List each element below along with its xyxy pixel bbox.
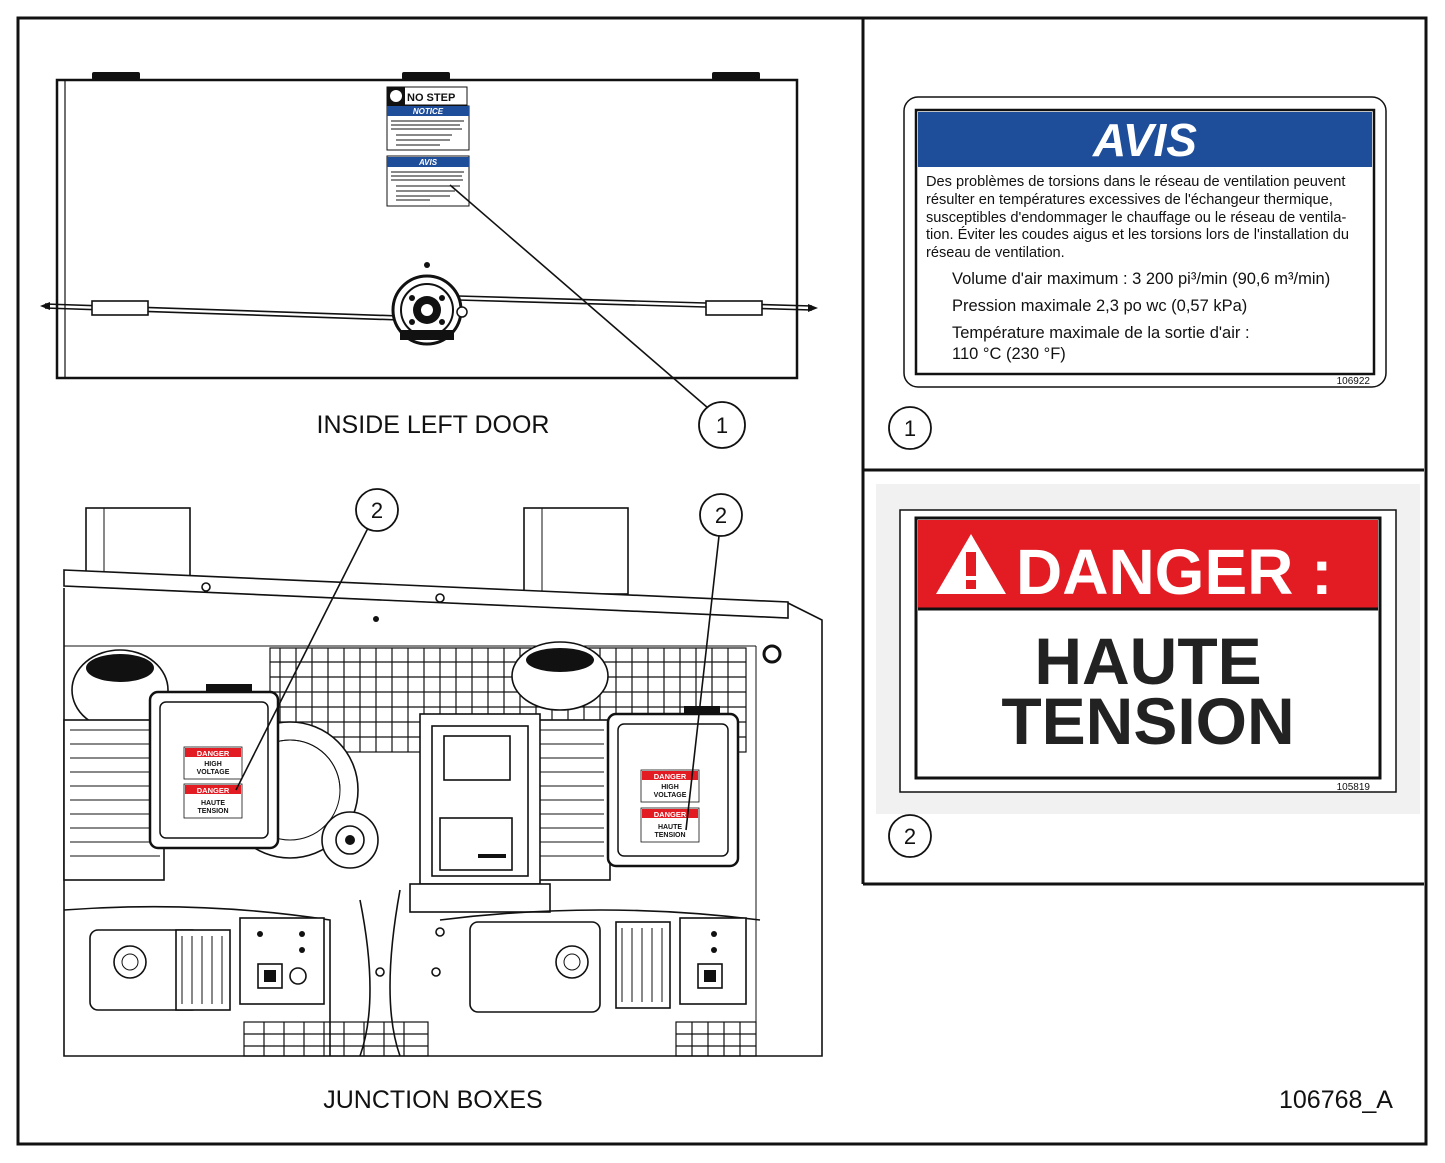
lower-motor-left (89, 929, 231, 1011)
avis-body-line: Des problèmes de torsions dans le réseau… (926, 174, 1345, 190)
outer-frame (16, 16, 1428, 1146)
door-label-stack: NO STEP NOTICE AVIS (386, 86, 470, 207)
mini-haute-text: HAUTE (201, 800, 225, 807)
control-module (409, 713, 551, 913)
junction-box-left[interactable]: DANGER HIGH VOLTAGE DANGER HAUTE TENSION (148, 684, 280, 850)
door-hinge (712, 72, 760, 80)
door-hinge (402, 72, 450, 80)
mini-voltage-text: VOLTAGE (654, 792, 687, 799)
mini-no-step-text: NO STEP (407, 92, 455, 104)
avis-label-detail: AVIS Des problèmes de torsions dans le r… (888, 96, 1387, 450)
callout-bubble-danger (888, 814, 932, 858)
avis-part-number: 106922 (1337, 376, 1371, 387)
mini-high-text: HIGH (661, 784, 679, 791)
callout-leader-2-left (235, 527, 369, 791)
mini-tension-text: TENSION (197, 808, 228, 815)
lower-plate-left (239, 917, 325, 1005)
mini-haute-text: HAUTE (658, 824, 682, 831)
danger-part-number: 105819 (1337, 782, 1371, 793)
bottom-grilles (243, 1021, 757, 1057)
danger-line-tension: TENSION (1001, 684, 1294, 758)
warning-triangle-icon (936, 534, 1006, 594)
danger-line-haute: HAUTE (1034, 624, 1261, 698)
avis-spec-line: 110 °C (230 °F) (952, 345, 1066, 363)
door-hinge (92, 72, 140, 80)
junction-box-right[interactable]: DANGER HIGH VOLTAGE DANGER HAUTE TENSION (606, 706, 740, 868)
avis-title: AVIS (1092, 114, 1197, 166)
avis-body-line: susceptibles d'endommager le chauffage o… (926, 210, 1346, 226)
inside-left-door-view: NO STEP NOTICE AVIS (40, 72, 818, 449)
callout-bubble-door (698, 401, 746, 449)
lower-motor-right (469, 921, 671, 1013)
door-latch-mechanism (391, 262, 468, 346)
callout-number-junction-right: 2 (715, 503, 727, 528)
avis-body-line: tion. Éviter les coudes aigus et les tor… (926, 226, 1349, 243)
callout-bubble-junction-right (699, 493, 743, 537)
mini-danger-text: DANGER (654, 810, 687, 819)
avis-spec-line: Pression maximale 2,3 po wc (0,57 kPa) (952, 297, 1247, 315)
mini-danger-text: DANGER (654, 772, 687, 781)
callout-number-junction-left: 2 (371, 498, 383, 523)
callout-leader-2-right (685, 535, 720, 831)
avis-spec-line: Volume d'air maximum : 3 200 pi³/min (90… (952, 270, 1330, 288)
callout-number-door: 1 (716, 413, 728, 438)
callout-number-danger: 2 (904, 824, 916, 849)
mini-high-text: HIGH (204, 761, 222, 768)
cabinet-top-panel (63, 569, 789, 619)
avis-spec-line: Température maximale de la sortie d'air … (952, 324, 1250, 342)
avis-body-line: résulter en températures excessives de l… (926, 192, 1333, 208)
lower-plate-right (679, 917, 747, 1005)
danger-label-detail: DANGER : HAUTE TENSION 105819 2 (876, 484, 1420, 858)
drawing-number: 106768_A (1279, 1086, 1393, 1114)
mini-voltage-text: VOLTAGE (197, 769, 230, 776)
mini-avis-text: AVIS (418, 158, 438, 167)
danger-header-text: DANGER : (1016, 536, 1332, 608)
mini-notice-text: NOTICE (413, 107, 444, 116)
callout-bubble-avis (888, 406, 932, 450)
inside-left-door-caption: INSIDE LEFT DOOR (317, 411, 550, 439)
callout-leader-1 (449, 184, 709, 409)
mini-danger-text: DANGER (197, 749, 230, 758)
callout-number-avis: 1 (904, 416, 916, 441)
avis-body-line: réseau de ventilation. (926, 245, 1065, 261)
mini-danger-text: DANGER (197, 786, 230, 795)
mini-tension-text: TENSION (654, 832, 685, 839)
door-latch-rods (40, 295, 818, 321)
avis-title-bar (918, 112, 1372, 167)
junction-boxes-view: DANGER HIGH VOLTAGE DANGER HAUTE TENSION… (63, 488, 823, 1114)
callout-bubble-junction-left (355, 488, 399, 532)
junction-boxes-caption: JUNCTION BOXES (323, 1086, 542, 1114)
